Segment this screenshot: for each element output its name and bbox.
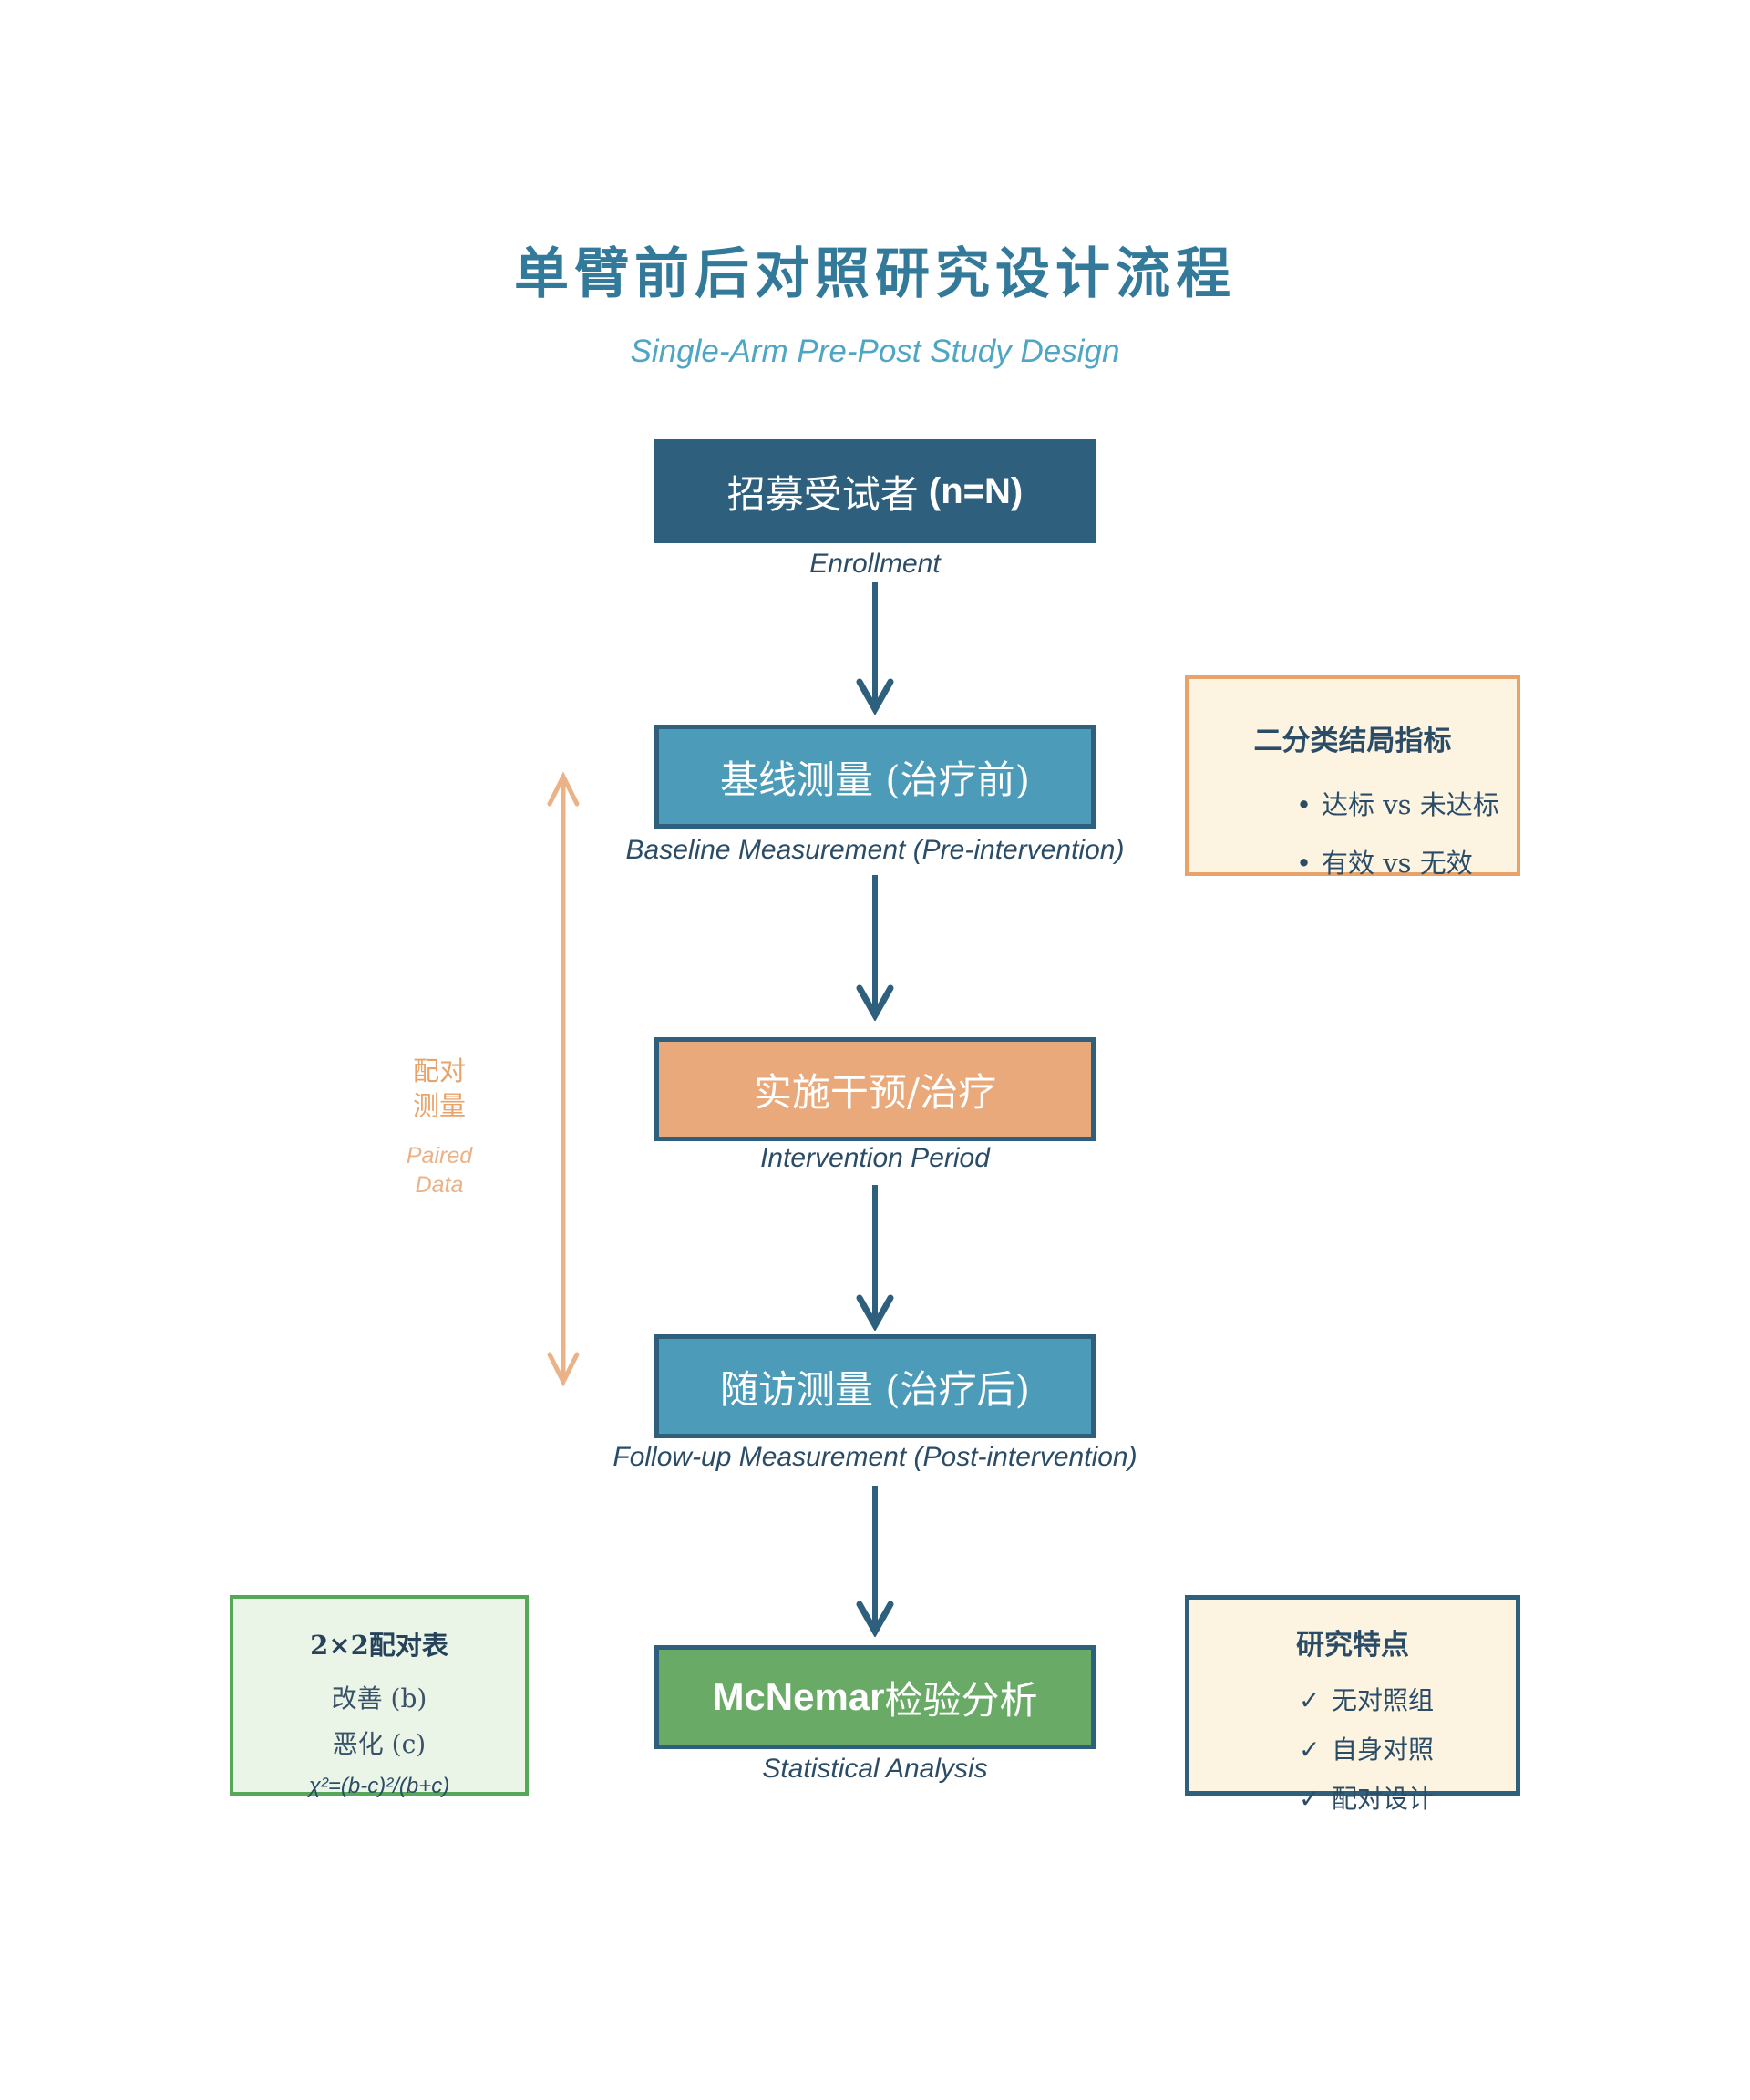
outcome-item-label: 有效 vs 无效 (1322, 848, 1473, 879)
step-intervention-box: 实施干预/治疗 (654, 1037, 1096, 1141)
step-followup-label: 随访测量 (治疗后) (719, 1366, 1031, 1412)
step-analysis-mcnemar-label: McNemar (712, 1675, 885, 1718)
step-baseline-box: 基线测量 (治疗前) (654, 725, 1096, 829)
step-enrollment-n-label: (n=N) (918, 470, 1024, 511)
outcome-item: • 达标 vs 未达标 (1189, 784, 1517, 822)
bullet-icon: • (1296, 789, 1312, 820)
check-icon: ✓ (1299, 1735, 1321, 1765)
study-features-title: 研究特点 (1296, 1629, 1409, 1662)
step-intervention-caption: Intervention Period (760, 1143, 990, 1173)
paired-en-line2: Data (415, 1172, 464, 1198)
paired-table-panel: 2×2配对表 改善 (b) 恶化 (c) χ²=(b-c)²/(b+c) (230, 1595, 529, 1798)
step-intervention-label: 实施干预/治疗 (753, 1069, 997, 1115)
feature-item-label: 配对设计 (1332, 1784, 1435, 1814)
binary-outcome-title: 二分类结局指标 (1253, 725, 1452, 757)
binary-outcome-panel: 二分类结局指标 • 达标 vs 未达标 • 有效 vs 无效 (1185, 675, 1520, 879)
paired-double-arrow-icon (547, 771, 580, 1387)
outcome-item-label: 达标 vs 未达标 (1322, 789, 1499, 820)
paired-table-row: 改善 (b) (331, 1683, 427, 1714)
feature-item: ✓ 无对照组 (1189, 1681, 1516, 1717)
feature-item-label: 自身对照 (1332, 1735, 1435, 1765)
outcome-item: • 有效 vs 无效 (1189, 842, 1517, 880)
paired-zh-line2: 测量 (412, 1090, 466, 1121)
step-enrollment-caption: Enrollment (809, 549, 941, 579)
bullet-icon: • (1296, 848, 1312, 879)
study-features-panel: 研究特点 ✓ 无对照组 ✓ 自身对照 ✓ 配对设计 (1185, 1595, 1520, 1814)
page-subtitle: Single-Arm Pre-Post Study Design (630, 334, 1120, 369)
feature-item: ✓ 配对设计 (1189, 1779, 1516, 1816)
down-arrow-icon (856, 582, 894, 715)
paired-en-line1: Paired (406, 1143, 473, 1168)
mcnemar-formula: χ²=(b-c)²/(b+c) (308, 1774, 450, 1798)
down-arrow-icon (856, 875, 894, 1021)
step-baseline-label: 基线测量 (治疗前) (719, 757, 1031, 802)
step-enrollment-box: 招募受试者 (n=N) (654, 439, 1096, 543)
paired-table-row: 恶化 (c) (332, 1729, 427, 1759)
step-analysis-caption: Statistical Analysis (762, 1754, 988, 1784)
down-arrow-icon (856, 1486, 894, 1637)
paired-table-title: 2×2配对表 (310, 1630, 448, 1661)
feature-item: ✓ 自身对照 (1189, 1730, 1516, 1766)
paired-measure-label-zh: 配对测量 (348, 1054, 530, 1123)
down-arrow-icon (856, 1185, 894, 1331)
step-analysis-label: 检验分析 (884, 1677, 1038, 1723)
check-icon: ✓ (1299, 1685, 1321, 1715)
step-followup-box: 随访测量 (治疗后) (654, 1334, 1096, 1438)
step-baseline-caption: Baseline Measurement (Pre-intervention) (625, 835, 1125, 865)
check-icon: ✓ (1299, 1784, 1321, 1814)
page-title: 单臂前后对照研究设计流程 (514, 242, 1236, 306)
step-enrollment-label: 招募受试者 (726, 471, 919, 517)
feature-item-label: 无对照组 (1332, 1685, 1435, 1715)
step-followup-caption: Follow-up Measurement (Post-intervention… (612, 1442, 1138, 1472)
paired-zh-line1: 配对 (412, 1055, 466, 1086)
